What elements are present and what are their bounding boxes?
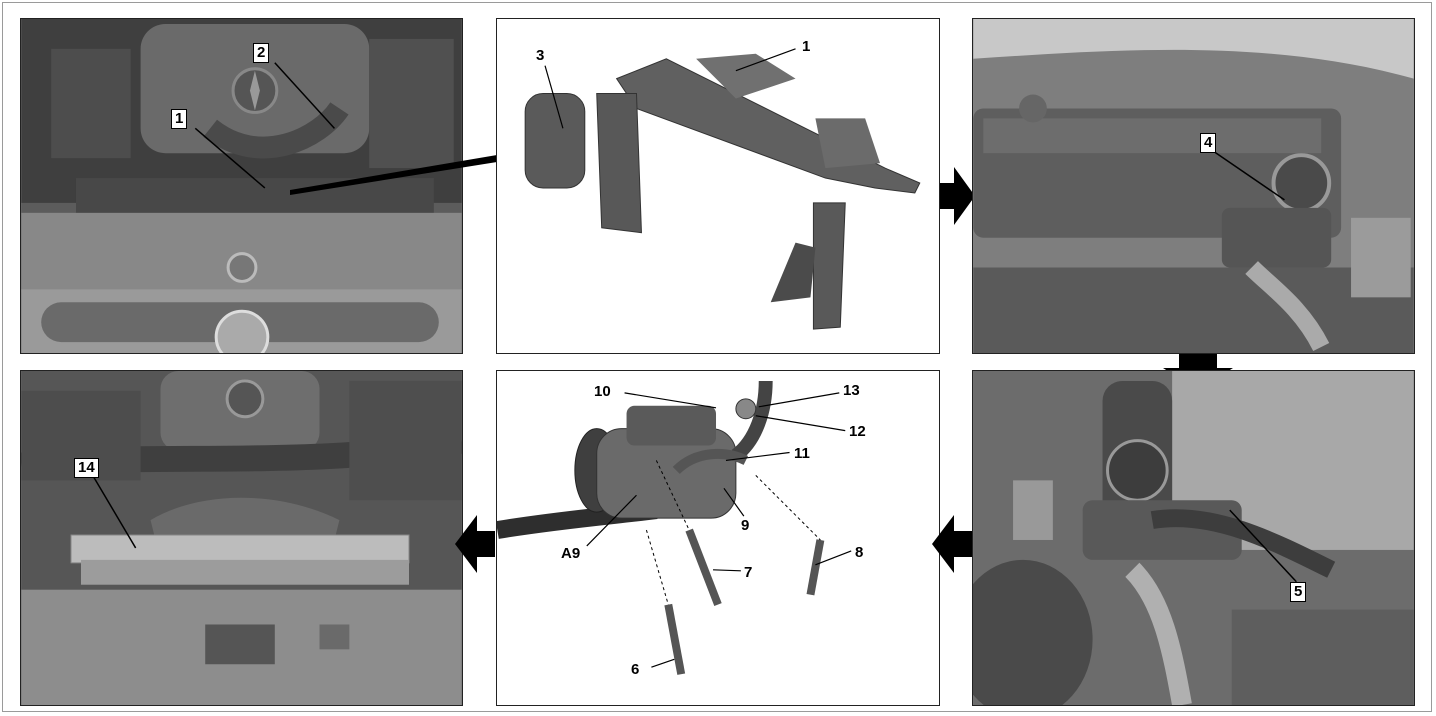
arrow-left-icon	[455, 515, 495, 573]
engine-bay-cover-photo: 1 2	[20, 18, 463, 354]
radiator-photo: 14	[20, 370, 463, 706]
callout-5: 5	[1290, 582, 1307, 602]
callout-10: 10	[594, 383, 611, 400]
callout-7: 7	[744, 564, 753, 581]
callout-4: 4	[1200, 133, 1217, 153]
callout-8: 8	[855, 544, 864, 561]
callout-2: 2	[253, 43, 270, 63]
compressor-illustration	[497, 380, 825, 675]
engine-bay-illustration	[21, 19, 462, 353]
callout-1: 1	[171, 109, 188, 129]
callout-3: 3	[536, 47, 545, 64]
callout-A9: A9	[561, 545, 581, 562]
air-filter-illustration	[973, 19, 1414, 353]
callout-1-part: 1	[802, 38, 811, 55]
arrow-left-icon	[932, 515, 972, 573]
zoom-wedge	[290, 155, 497, 195]
callout-12: 12	[849, 423, 866, 440]
callout-6: 6	[631, 661, 640, 678]
radiator-illustration	[21, 371, 462, 705]
callout-13: 13	[843, 382, 860, 399]
air-duct-part-drawing: 3 1	[496, 18, 940, 354]
callout-14: 14	[74, 458, 99, 478]
compressor-drawing: 10 13 12 11 9 A9 7 8 6	[496, 370, 940, 706]
arrow-right-icon	[940, 167, 975, 225]
lower-housing-illustration	[973, 371, 1414, 705]
callout-11: 11	[794, 445, 810, 462]
lower-housing-photo: 5	[972, 370, 1415, 706]
air-duct-illustration	[524, 53, 921, 330]
callout-9: 9	[741, 517, 750, 534]
air-filter-housing-photo: 4	[972, 18, 1415, 354]
